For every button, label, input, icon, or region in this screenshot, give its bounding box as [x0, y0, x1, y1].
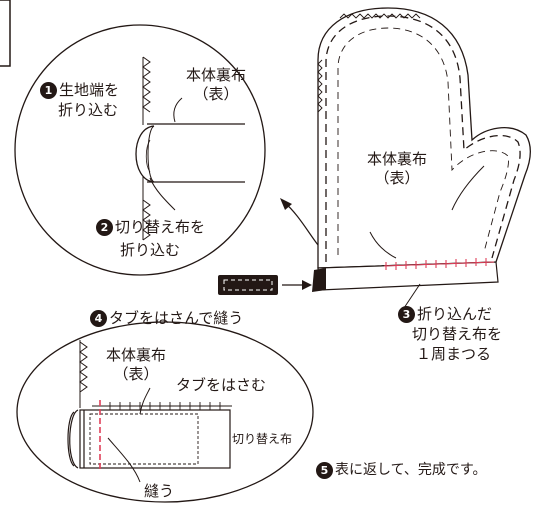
folded-fabric-top — [147, 123, 245, 183]
callout-ellipse-bottom — [16, 321, 314, 503]
mitten-stitch-inner — [337, 27, 509, 255]
step1-label-line2: 折り込む — [58, 101, 119, 119]
number-4-badge: 4 — [90, 309, 107, 327]
top-fabric-label: 本体裏布 （表） — [185, 66, 246, 103]
corner-box — [0, 0, 11, 67]
mitten-label: 本体裏布 （表） — [366, 150, 427, 187]
mitten-outline — [317, 7, 532, 269]
step3-label-line3: １周まつる — [416, 345, 492, 363]
mitten-body — [312, 7, 532, 309]
number-3-badge: 3 — [398, 305, 415, 323]
callout-circle-top — [14, 24, 266, 276]
step1-label: 1 生地端を — [40, 81, 119, 100]
switch-fabric-label: 切り替え布 — [232, 432, 293, 446]
tab-insert-label: タブをはさむ — [176, 376, 267, 394]
step3-label-line2: 切り替え布を — [412, 325, 503, 343]
bottom-fabric-label: 本体裏布 （表） — [105, 346, 166, 383]
step5-label: 5 表に返して、完成です。 — [316, 462, 486, 480]
mitten-stitch-outer — [325, 15, 521, 262]
step3-label: 3 折り込んだ — [398, 305, 492, 324]
number-1-badge: 1 — [40, 81, 57, 99]
sew-label: 縫う — [144, 482, 175, 500]
step2-label-line2: 折り込む — [120, 241, 181, 259]
serged-edge-top — [142, 56, 151, 113]
step2-label: 2 切り替え布を — [96, 218, 205, 237]
tab-piece-icon — [218, 275, 312, 295]
number-2-badge: 2 — [96, 218, 113, 236]
hem-stitch — [383, 258, 495, 270]
step4-label: 4 タブをはさんで縫う — [90, 309, 243, 328]
tab-outline-detail — [89, 413, 199, 465]
number-5-badge: 5 — [316, 462, 333, 480]
cuff-band-detail — [79, 409, 231, 469]
arrow-icon — [280, 198, 319, 246]
